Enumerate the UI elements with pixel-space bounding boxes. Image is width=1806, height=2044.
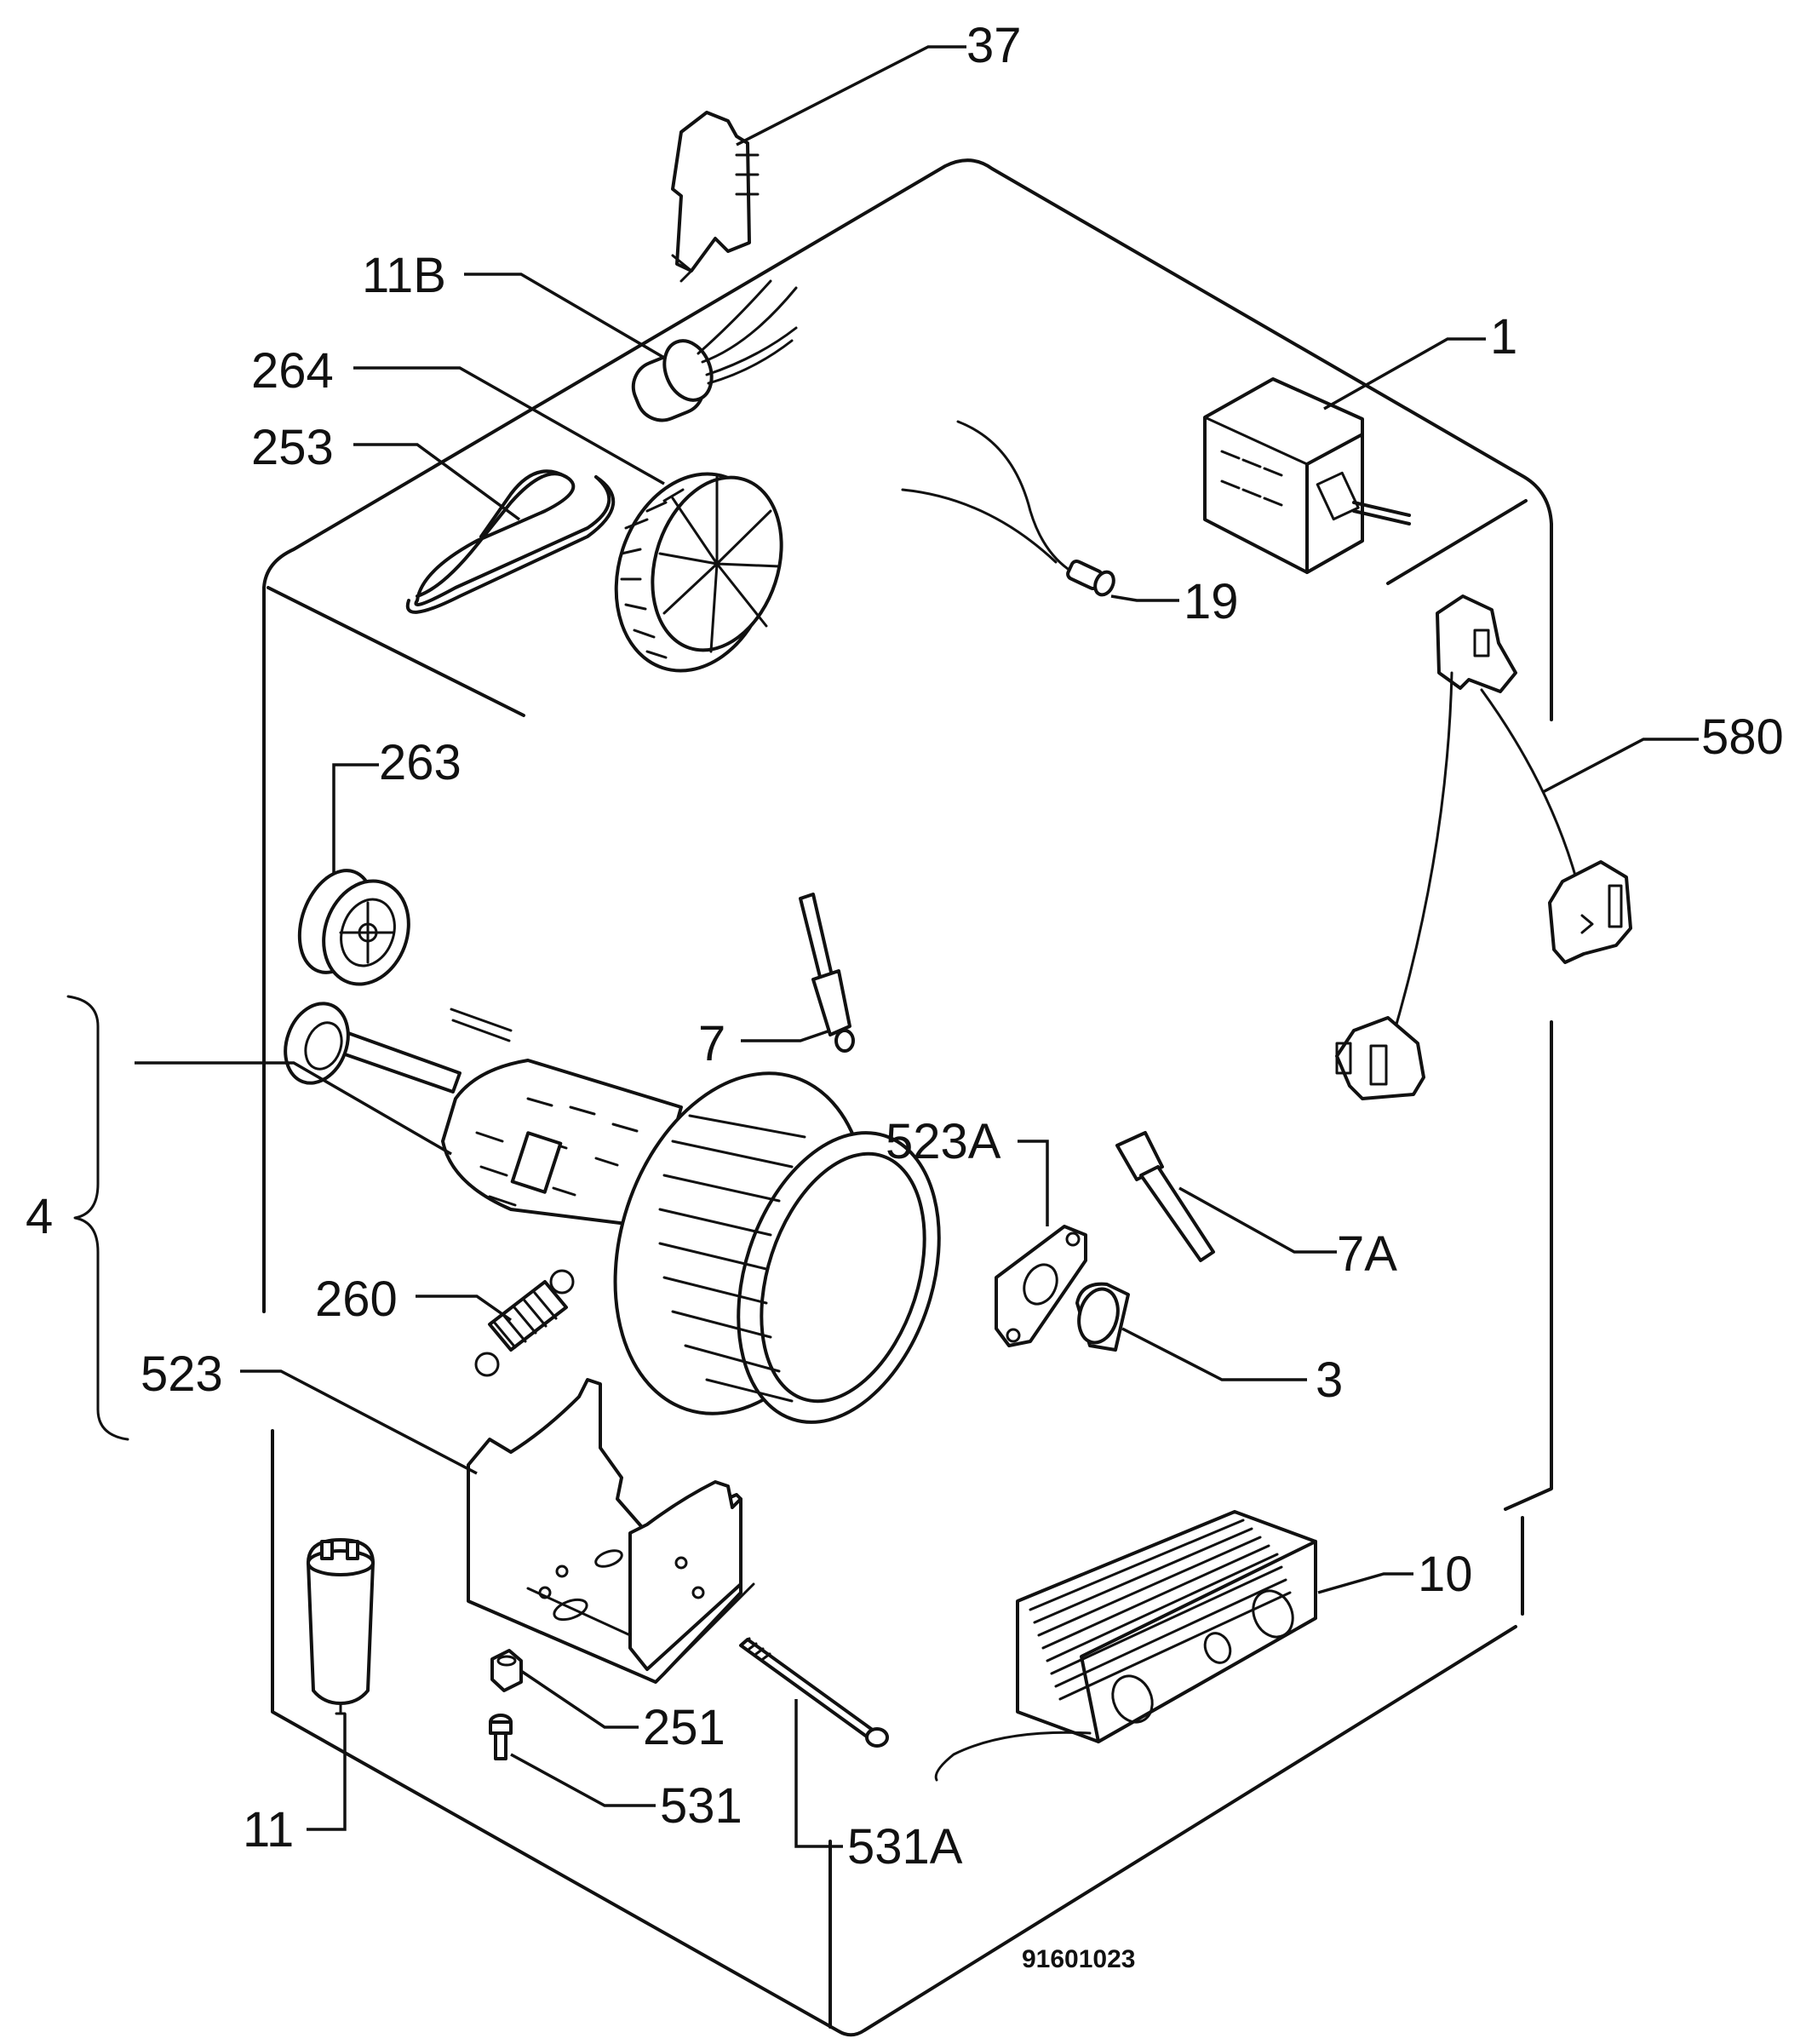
part-10-heater: 10 [934, 1510, 1473, 1782]
part-260-spring: 260 [315, 1269, 575, 1377]
part-523-bracket: 523 [140, 1346, 755, 1684]
part-37-connector: 37 [671, 18, 1022, 283]
part-7a-probe: 7A [1115, 1131, 1397, 1282]
label-263: 263 [379, 735, 462, 790]
label-531: 531 [660, 1778, 742, 1834]
label-7: 7 [698, 1016, 725, 1071]
part-1-timer: 1 [1203, 309, 1517, 574]
part-11b-capacitor: 11B [362, 248, 798, 422]
label-580: 580 [1701, 709, 1784, 765]
part-523a-gasket: 523A [886, 1114, 1087, 1347]
label-3: 3 [1316, 1352, 1343, 1408]
part-263-pulley: 263 [297, 735, 462, 986]
part-4-motor-assembly: 4 [26, 995, 941, 1441]
label-260: 260 [315, 1272, 398, 1327]
label-523a: 523A [886, 1114, 1001, 1169]
part-531a-bolt: 531A [739, 1637, 963, 1875]
label-253: 253 [251, 420, 334, 475]
label-251: 251 [643, 1700, 725, 1755]
label-523: 523 [140, 1346, 223, 1402]
part-19-sensor: 19 [901, 420, 1239, 629]
part-580-switch-assembly: 580 [1335, 594, 1784, 1100]
drawing-number: 91601023 [1022, 1945, 1135, 1973]
label-37: 37 [966, 18, 1022, 73]
label-11b: 11B [362, 248, 446, 303]
label-531a: 531A [847, 1819, 963, 1875]
part-3-thermostat: 3 [1075, 1282, 1343, 1408]
cabinet-outline [262, 158, 1553, 2037]
part-251-nut: 251 [490, 1649, 725, 1755]
label-1: 1 [1490, 309, 1517, 365]
label-10: 10 [1418, 1547, 1473, 1602]
label-264: 264 [251, 343, 334, 399]
label-4: 4 [26, 1189, 53, 1244]
part-11-capacitor: 11 [243, 1538, 375, 1857]
part-264-fan-wheel: 264 [251, 343, 783, 673]
part-253-belt: 253 [251, 420, 616, 614]
part-7-probe: 7 [698, 893, 855, 1071]
label-11: 11 [243, 1802, 294, 1857]
label-7a: 7A [1337, 1226, 1397, 1282]
part-531-screw: 531 [489, 1714, 742, 1834]
label-19: 19 [1184, 574, 1239, 629]
